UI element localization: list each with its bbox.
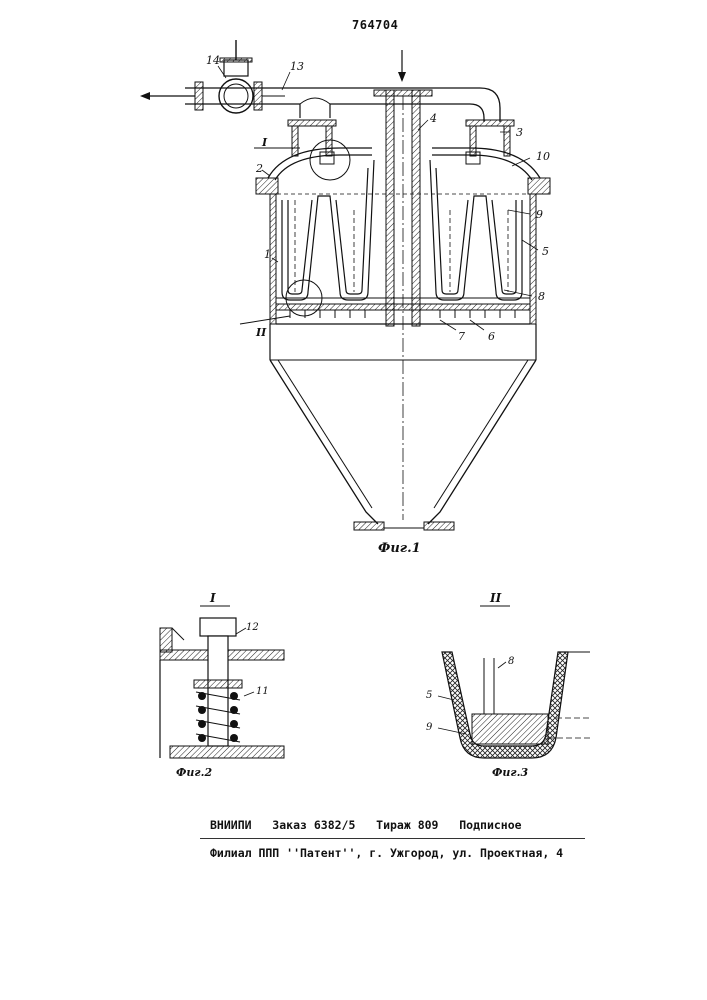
fig2-label-12: 12	[246, 622, 259, 633]
fig1-label-5: 5	[542, 245, 549, 258]
publication-footer-line-1: ВНИИПИ Заказ 6382/5 Тираж 809 Подписное	[210, 818, 522, 832]
fig3-label-8: 8	[508, 656, 514, 667]
fig1-label-3: 3	[516, 126, 523, 139]
fig1-label-8: 8	[538, 290, 545, 303]
fig1-label-13: 13	[290, 60, 304, 73]
figure-1-labels: 1 2 3 4 5 6 7 8 9 10 13 14 I II Фиг.1	[0, 0, 707, 590]
fig1-section-mark-I: I	[261, 136, 268, 149]
fig1-label-10: 10	[536, 150, 550, 163]
fig2-section-mark: I	[209, 591, 216, 605]
fig1-label-7: 7	[458, 330, 465, 343]
figure-2-drawing: I 12 11 Фиг.2	[150, 588, 290, 788]
fig2-caption: Фиг.2	[176, 766, 212, 779]
fig3-caption: Фиг.3	[492, 766, 528, 779]
footer-divider	[200, 838, 585, 839]
figure-3-drawing: II 5 8 9 Фиг.3	[420, 588, 600, 788]
fig2-label-11: 11	[256, 686, 269, 697]
fig3-section-mark: II	[489, 591, 502, 605]
publication-footer-line-2: Филиал ППП ''Патент'', г. Ужгород, ул. П…	[210, 846, 563, 860]
fig3-label-5: 5	[426, 690, 432, 701]
fig1-label-6: 6	[488, 330, 495, 343]
fig1-label-1: 1	[264, 248, 271, 261]
fig1-label-2: 2	[255, 162, 263, 175]
fig3-label-9: 9	[426, 722, 433, 733]
fig1-caption: Фиг.1	[378, 541, 421, 556]
fig1-label-14: 14	[206, 54, 220, 67]
fig1-section-mark-II: II	[255, 326, 267, 339]
fig1-label-9: 9	[536, 208, 543, 221]
fig1-label-4: 4	[429, 112, 437, 125]
